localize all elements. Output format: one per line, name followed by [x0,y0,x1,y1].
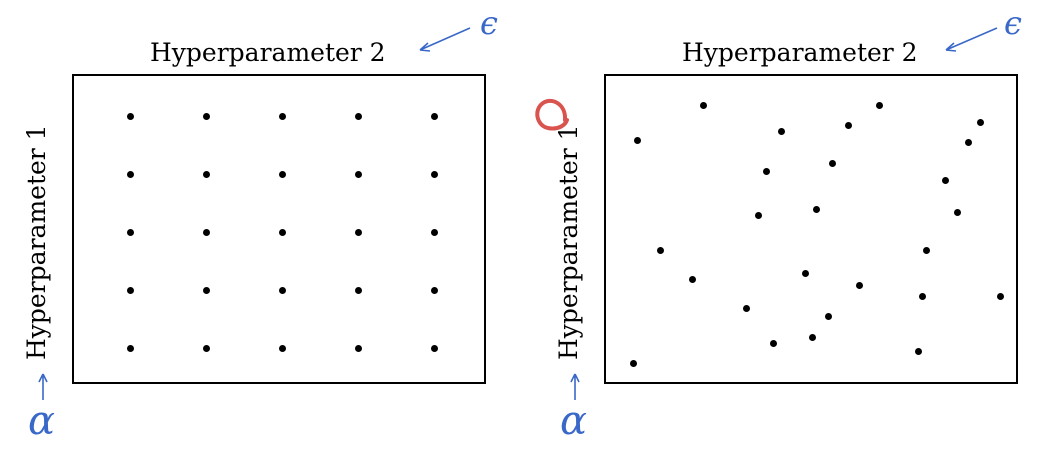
random-point [922,246,930,254]
grid-point [354,171,362,179]
grid-point [202,345,210,353]
panel-random-title: Hyperparameter 2 [682,38,918,67]
epsilon-symbol-left: ϵ [480,4,498,42]
alpha-arrow-left [38,373,48,400]
grid-point [278,229,286,237]
random-point [942,177,949,185]
grid-point [202,229,210,237]
panel-grid-title: Hyperparameter 2 [150,38,386,67]
random-point [953,209,961,216]
grid-point [126,345,134,353]
grid-point [354,113,362,121]
random-point [801,269,809,277]
random-point [813,206,821,214]
random-point [977,119,985,127]
random-point [844,122,852,129]
alpha-arrow-right [570,373,580,400]
grid-point [430,113,438,121]
grid-point [126,171,134,179]
grid-point [354,287,362,295]
random-point [965,139,973,147]
random-point [856,281,864,289]
epsilon-arrow-right [945,27,998,52]
grid-point [202,287,210,295]
grid-point [202,171,210,179]
random-point [762,168,770,176]
random-point [914,348,922,356]
random-point [828,159,836,167]
grid-point [126,287,134,295]
grid-point [278,345,286,353]
random-point [754,211,762,219]
epsilon-arrow-left [419,27,471,52]
alpha-symbol-left: α [28,398,56,444]
random-point [743,304,751,312]
grid-point [278,171,286,179]
random-point [688,275,696,283]
random-point [825,313,832,321]
grid-point [278,113,286,121]
random-point [778,127,786,135]
grid-point [430,345,438,353]
red-circle-annotation [535,98,569,131]
random-point [809,333,817,341]
grid-point [430,171,438,179]
grid-point [126,229,134,237]
grid-point [126,113,134,121]
random-point [918,293,926,301]
panel-random-plot-area [604,74,1018,384]
epsilon-symbol-right: ϵ [1004,4,1022,42]
alpha-symbol-right: α [560,398,588,444]
random-point [875,101,883,109]
grid-point [354,229,362,237]
random-point [700,101,708,109]
random-point [657,246,665,254]
random-point [633,136,641,144]
random-point [770,339,778,347]
grid-point [354,345,362,353]
grid-point [430,287,438,295]
random-point [996,293,1004,301]
grid-point [202,113,210,121]
random-point [630,359,637,367]
grid-point [278,287,286,295]
panel-grid-plot-area [72,74,486,384]
grid-point [430,229,438,237]
